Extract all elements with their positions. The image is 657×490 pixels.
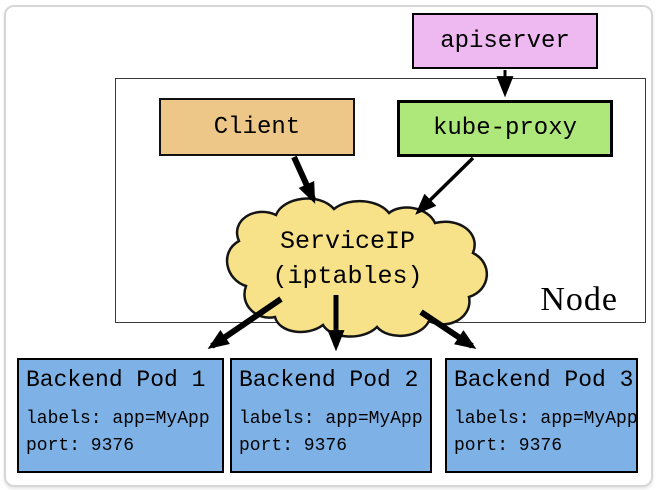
kube-proxy-label: kube-proxy (432, 115, 578, 142)
backend-pod-1-box: Backend Pod 1 labels: app=MyApp port: 93… (17, 358, 224, 473)
backend-pod-1-content: Backend Pod 1 labels: app=MyApp port: 93… (19, 360, 222, 460)
backend-pod-3-content: Backend Pod 3 labels: app=MyApp port: 93… (447, 360, 638, 460)
backend-pod-2-labels: labels: app=MyApp (239, 409, 423, 429)
kube-proxy-box: kube-proxy (397, 100, 613, 157)
backend-pod-3-box: Backend Pod 3 labels: app=MyApp port: 93… (445, 358, 638, 473)
apiserver-label: apiserver (440, 27, 570, 55)
client-box: Client (159, 98, 355, 156)
backend-pod-3-labels: labels: app=MyApp (454, 409, 638, 429)
backend-pod-1-title: Backend Pod 1 (26, 367, 206, 393)
backend-pod-2-title: Backend Pod 2 (239, 367, 419, 393)
backend-pod-1-port: port: 9376 (26, 436, 135, 456)
node-label: Node (540, 281, 618, 318)
service-ip-label-line2: (iptables) (272, 262, 423, 291)
backend-pod-3-title: Backend Pod 3 (454, 367, 634, 393)
backend-pod-3-port: port: 9376 (454, 436, 563, 456)
backend-pod-1-labels: labels: app=MyApp (26, 409, 210, 429)
backend-pod-2-content: Backend Pod 2 labels: app=MyApp port: 93… (232, 360, 430, 460)
backend-pod-2-box: Backend Pod 2 labels: app=MyApp port: 93… (230, 358, 432, 473)
apiserver-box: apiserver (412, 13, 598, 69)
client-label: Client (213, 113, 301, 141)
service-ip-label-line1: ServiceIP (279, 227, 416, 256)
backend-pod-2-port: port: 9376 (239, 436, 348, 456)
